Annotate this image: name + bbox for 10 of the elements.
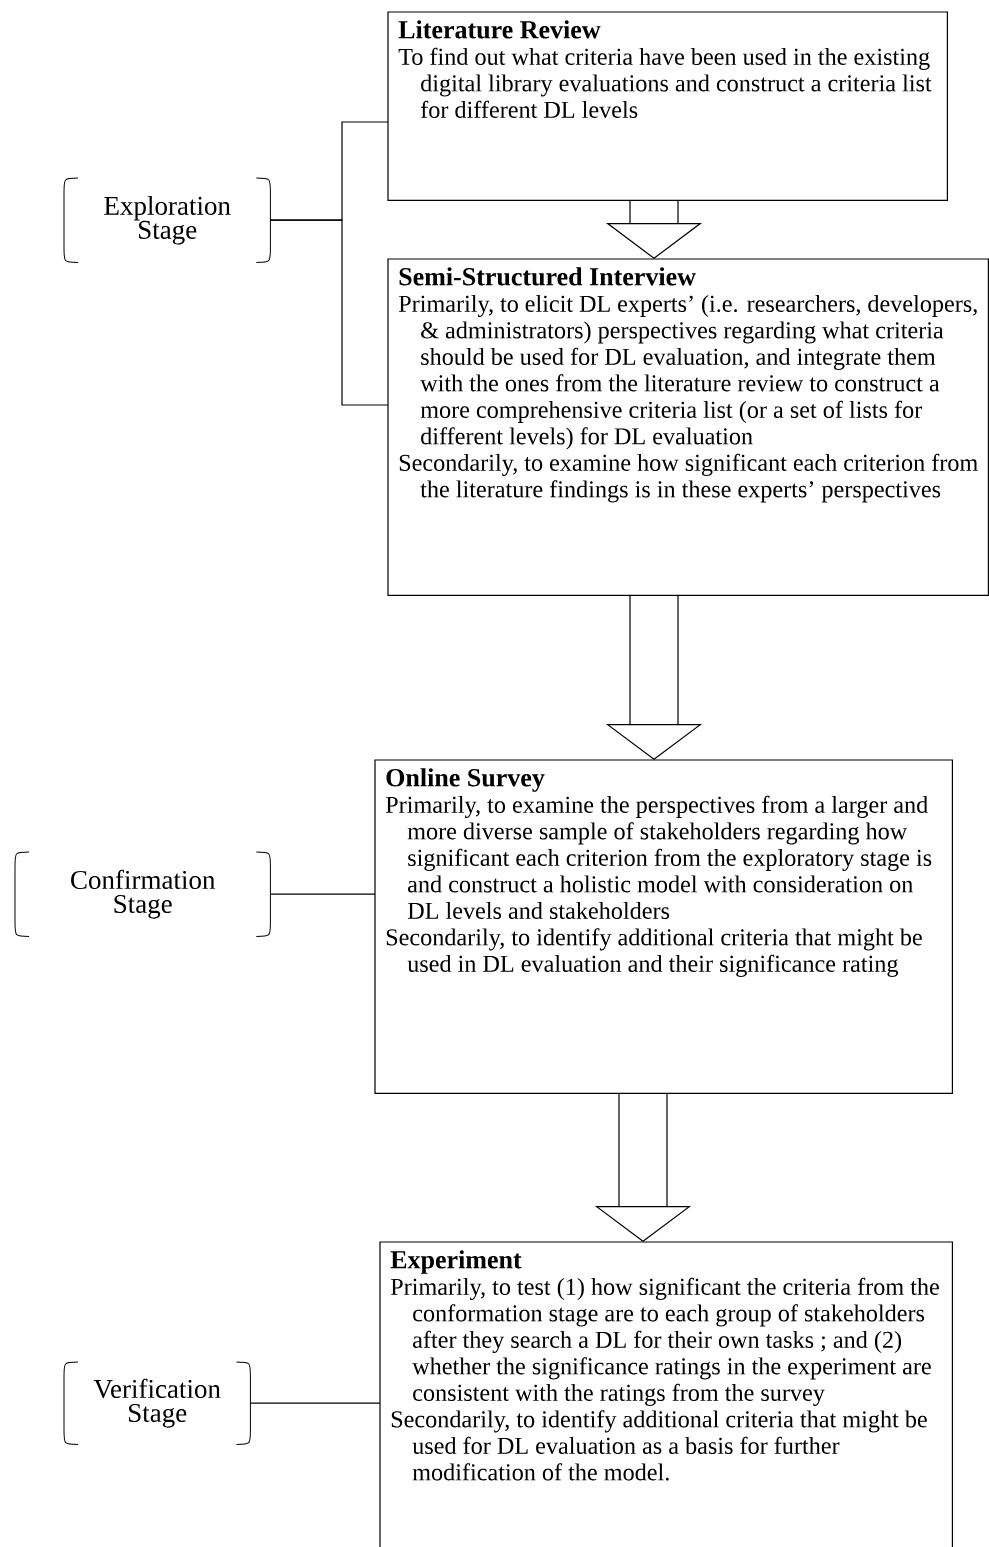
stage-label: Verification Stage xyxy=(63,1361,251,1445)
stage-label: Exploration Stage xyxy=(63,177,271,263)
connector-line xyxy=(249,1402,381,1404)
connector-line xyxy=(269,219,389,406)
process-box: Semi-Structured Interview Primarily, to elicit DL experts’ (i.e. researchers, developers, & administrators) perspectives regarding what criteria should be used for DL evaluation, and integrate them with the ones from the literature review to construct a more comprehensive criteria list (or a set of lists for different levels) for DL evaluation Secondarily, to examine how significant each criterion from the literature findings is in these experts’ perspectives xyxy=(387,258,989,596)
process-box: Experiment Primarily, to test (1) how significant the criteria from the conformation stage are to each group of stakeholders after they search a DL for their own tasks ; and (2) whether the significance ratings in the experiment are consistent with the ratings from the survey Secondarily, to identify additional criteria that might be used for DL evaluation as a basis for further modification of the model. xyxy=(379,1241,953,1547)
process-box: Literature Review To find out what criteria have been used in the existing digital library evaluations and construct a criteria list for different DL levels xyxy=(387,11,948,201)
process-box: Online Survey Primarily, to examine the perspectives from a larger and more diverse sample of stakeholders regarding how significant each criterion from the exploratory stage is and construct a holistic model with consideration on DL levels and stakeholders Secondarily, to identify additional criteria that might be used in DL evaluation and their significance rating xyxy=(374,759,953,1094)
connector-line xyxy=(269,893,376,895)
stage-label: Confirmation Stage xyxy=(14,851,271,937)
